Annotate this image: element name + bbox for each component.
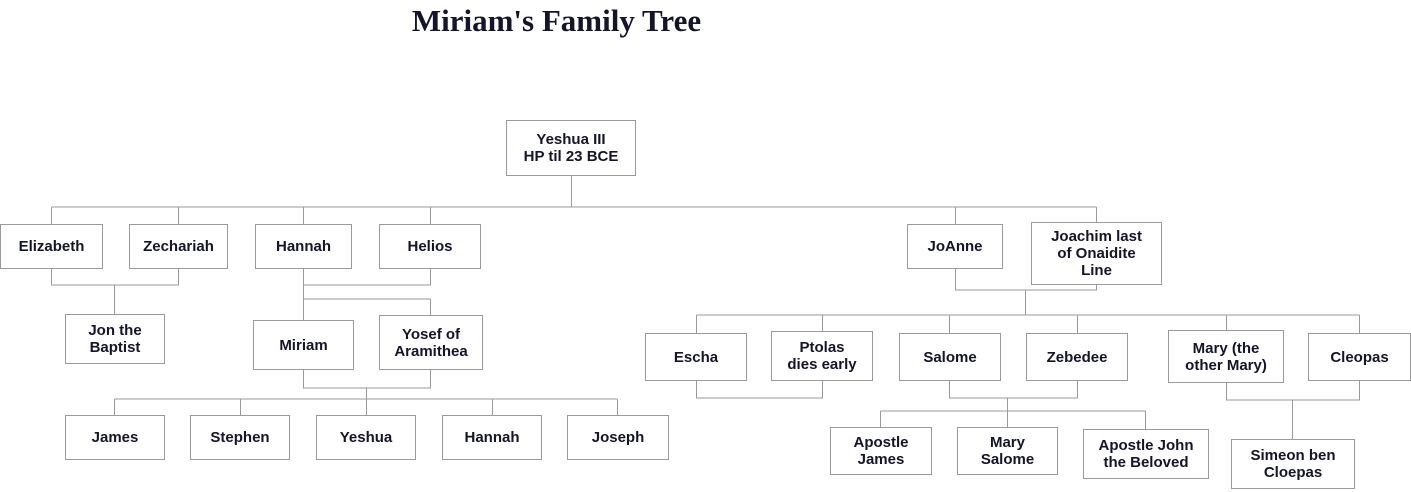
person-node-elizabeth[interactable]: Elizabeth (0, 224, 103, 269)
person-node-escha[interactable]: Escha (645, 333, 747, 381)
person-node-hannah2[interactable]: Hannah (442, 415, 542, 460)
person-node-yeshua3[interactable]: Yeshua III HP til 23 BCE (506, 120, 636, 176)
connector-line (51, 269, 179, 286)
person-node-yosef[interactable]: Yosef of Aramithea (379, 315, 483, 370)
person-node-yeshua[interactable]: Yeshua (316, 415, 416, 460)
person-node-joanne[interactable]: JoAnne (907, 224, 1003, 269)
connector-line (303, 370, 431, 389)
person-node-hannah1[interactable]: Hannah (255, 224, 352, 269)
person-node-simeon[interactable]: Simeon ben Cloepas (1231, 439, 1355, 489)
person-node-zebedee[interactable]: Zebedee (1026, 333, 1128, 381)
connector-line (1226, 381, 1360, 401)
person-node-miriam[interactable]: Miriam (253, 320, 354, 370)
person-node-marysalome[interactable]: Mary Salome (957, 427, 1058, 475)
person-node-jonbaptist[interactable]: Jon the Baptist (65, 314, 165, 364)
person-node-ptolas[interactable]: Ptolas dies early (771, 331, 873, 381)
person-node-salome[interactable]: Salome (899, 333, 1001, 381)
person-node-apjames[interactable]: Apostle James (830, 427, 932, 475)
person-node-apjohn[interactable]: Apostle John the Beloved (1083, 429, 1209, 479)
person-node-zechariah[interactable]: Zechariah (129, 224, 228, 269)
person-node-joseph[interactable]: Joseph (567, 415, 669, 460)
connector-line (696, 381, 823, 399)
connector-line (949, 381, 1078, 399)
person-node-stephen[interactable]: Stephen (190, 415, 290, 460)
connector-line (303, 269, 431, 286)
person-node-james[interactable]: James (65, 415, 165, 460)
person-node-joachim[interactable]: Joachim last of Onaidite Line (1031, 222, 1162, 285)
person-node-cleopas[interactable]: Cleopas (1308, 333, 1411, 381)
person-node-maryother[interactable]: Mary (the other Mary) (1168, 330, 1284, 383)
page-title: Miriam's Family Tree (411, 3, 702, 38)
person-node-helios[interactable]: Helios (379, 224, 481, 269)
